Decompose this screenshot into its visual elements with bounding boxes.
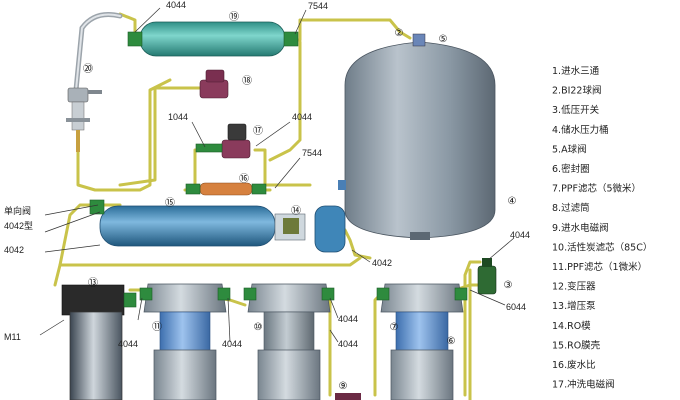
legend-item: 1.进水三通 [552, 65, 600, 77]
part-code-m11: M11 [4, 332, 21, 342]
legend-item: 10.活性炭滤芯（85C） [552, 241, 652, 253]
filter-housing-3 [376, 283, 468, 400]
legend-item: 14.RO模 [552, 320, 591, 332]
callout-19: ⑲ [229, 11, 239, 23]
legend-item: 5.A球阀 [552, 143, 587, 155]
post-carbon-filter [127, 21, 299, 57]
booster-pump [61, 284, 137, 400]
filter-housing-2 [243, 283, 335, 400]
callout-4: ④ [508, 196, 517, 207]
callout-numbers: ⑳ ⑲ ⑱ ⑰ ⑯ ⑮ ⑭ ⑬ ⑪ ⑩ ⑨ ⑦ ⑥ ③ ④ ② ⑤ [83, 11, 517, 392]
part-code-c4042-right: 4042 [372, 258, 392, 268]
part-code-c4044-mid: 4044 [292, 112, 312, 122]
part-code-c4044-b1: 4044 [118, 339, 138, 349]
legend-item: 12.变压器 [552, 281, 596, 293]
callout-20: ⑳ [83, 63, 93, 75]
part-code-c6044: 6044 [506, 302, 526, 312]
legend-item: 13.增压泵 [552, 300, 596, 312]
callout-16: ⑯ [239, 173, 249, 185]
callout-6: ⑥ [447, 336, 456, 347]
ro-membrane-housing [89, 199, 346, 253]
callout-18: ⑱ [242, 75, 252, 87]
callout-9: ⑨ [339, 381, 348, 392]
part-code-c4044-b2: 4044 [222, 339, 242, 349]
legend-item: 8.过滤筒 [552, 202, 590, 214]
part-code-c7544-top: 7544 [308, 1, 328, 11]
part-code-c7544-mid: 7544 [302, 148, 322, 158]
callout-3: ③ [504, 280, 513, 291]
legend-item: 15.RO膜壳 [552, 339, 601, 351]
part-code-c4044-top: 4044 [166, 0, 186, 10]
legend-item: 6.密封圈 [552, 163, 590, 175]
callout-2: ② [395, 28, 404, 39]
callout-17: ⑰ [253, 125, 263, 137]
waste-ratio-valve [185, 182, 267, 196]
callout-14: ⑭ [291, 205, 301, 217]
callout-5: ⑤ [439, 34, 448, 45]
leader-lines [39, 7, 515, 343]
callout-15: ⑮ [165, 197, 175, 209]
part-code-labels: 4044 7544 1044 4044 7544 单向阀 4042型 4042 4042 4044… [4, 0, 530, 349]
part-code-c4042-left: 4042 [4, 245, 24, 255]
callout-13: ⑬ [88, 277, 98, 289]
flush-solenoid-valve-18 [199, 69, 229, 99]
part-code-c4044-b3: 4044 [338, 314, 358, 324]
callout-11: ⑪ [152, 321, 162, 333]
legend-item: 11.PPF滤芯（1微米） [552, 261, 647, 273]
callout-10: ⑩ [254, 322, 263, 333]
legend-item: 3.低压开关 [552, 104, 600, 116]
part-code-c4044-b4: 4044 [338, 339, 358, 349]
part-code-check-valve-model: 4042型 [4, 221, 33, 231]
parts-legend: 1.进水三通 2.BI22球阀 3.低压开关 4.储水压力桶 5.A球阀 6.密封圈 7.P… [552, 65, 652, 391]
callout-7: ⑦ [390, 322, 399, 333]
part-code-c1044: 1044 [168, 112, 188, 122]
legend-item: 9.进水电磁阀 [552, 222, 609, 234]
low-pressure-switch [477, 258, 497, 295]
inlet-solenoid-valve [335, 393, 361, 400]
filter-housing-1 [139, 283, 231, 400]
part-code-check-valve: 单向阀 [4, 205, 31, 216]
legend-item: 7.PPF滤芯（5微米） [552, 183, 641, 195]
legend-item: 17.冲洗电磁阀 [552, 379, 615, 391]
legend-item: 4.储水压力桶 [552, 124, 609, 136]
part-code-c4044-right: 4044 [510, 230, 530, 240]
faucet [66, 12, 123, 152]
legend-item: 16.废水比 [552, 359, 596, 371]
storage-tank [338, 33, 496, 240]
flush-solenoid-valve-17 [195, 123, 251, 159]
legend-item: 2.BI22球阀 [552, 85, 601, 97]
